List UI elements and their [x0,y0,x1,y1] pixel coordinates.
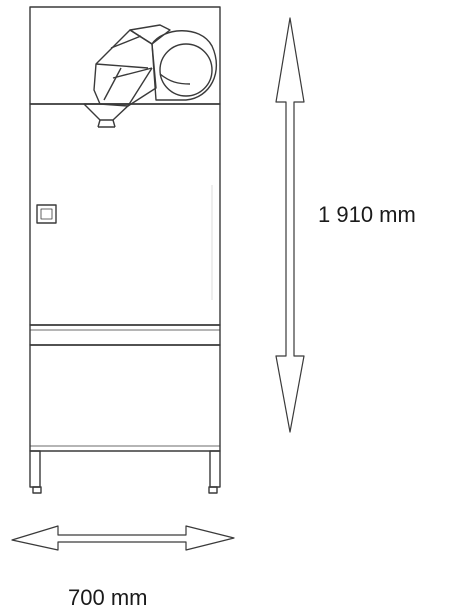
divider-strip [29,324,221,346]
duct-assembly [93,24,171,107]
height-arrow [275,17,305,433]
outlet-hopper [83,103,131,128]
width-arrow [11,525,235,551]
fan-housing [151,30,217,101]
control-panel [36,204,57,224]
legs [29,450,221,494]
main-cabinet [29,103,221,326]
width-dimension-label: 700 mm [68,585,148,610]
height-dimension-label: 1 910 mm [318,202,416,227]
lower-compartment [29,344,221,452]
upper-housing [29,6,221,105]
